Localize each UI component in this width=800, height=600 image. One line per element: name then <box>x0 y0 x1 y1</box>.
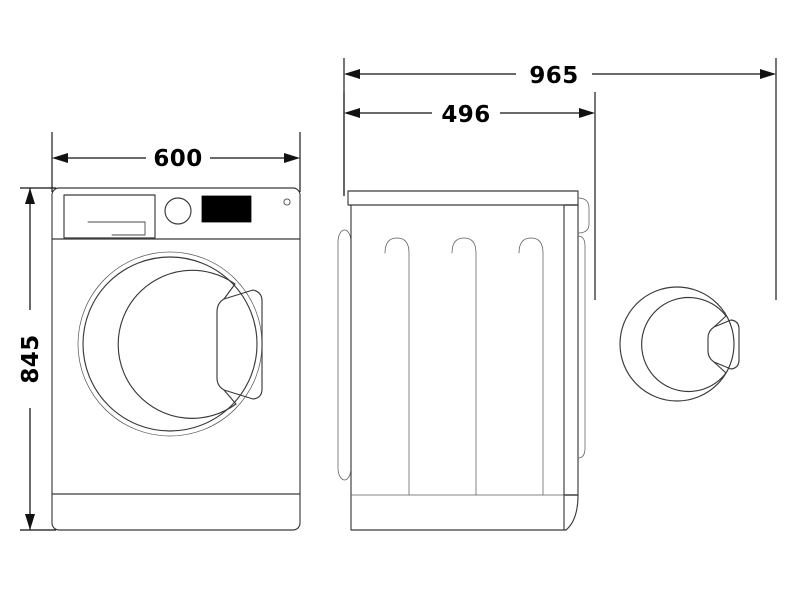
dimension-496-arrow-left <box>344 108 360 118</box>
dimension-965-arrow-left <box>344 69 360 79</box>
detergent-drawer <box>63 194 156 239</box>
dimension-965-arrow-right <box>760 69 776 79</box>
dimension-845-arrow-bottom <box>25 514 35 530</box>
dimension-845-label: 845 <box>18 334 44 383</box>
side-view-group <box>337 190 590 531</box>
dimension-600-label: 600 <box>153 146 202 172</box>
open-door-group <box>619 286 740 402</box>
door-glass <box>117 269 237 419</box>
cabinet-outline <box>51 187 301 531</box>
open-door-inner-ring <box>641 296 727 393</box>
side-rib-3 <box>518 237 544 496</box>
program-knob <box>164 197 192 225</box>
side-foot <box>563 494 579 531</box>
side-rear-channel <box>337 229 352 481</box>
detergent-drawer-handle <box>87 221 146 236</box>
open-door-outer-ring <box>619 286 735 402</box>
dimension-845-arrow-top <box>25 188 35 204</box>
side-rib-1 <box>384 237 410 496</box>
door-inner-ring <box>82 256 258 432</box>
side-front-bezel <box>563 204 579 496</box>
side-rib-2 <box>451 237 477 496</box>
dimension-496-label: 496 <box>441 102 490 128</box>
side-knob-bump <box>577 197 590 234</box>
door-handle <box>223 289 263 400</box>
dimension-600-arrow-left <box>52 153 68 163</box>
dimension-965-label: 965 <box>529 63 578 89</box>
indicator-dot <box>283 198 291 206</box>
side-front-bezel-edge <box>577 235 586 459</box>
dimension-496: 496 <box>343 92 596 300</box>
dimension-600-arrow-right <box>284 153 300 163</box>
display-screen <box>201 195 252 223</box>
side-top-panel <box>347 190 579 206</box>
side-body <box>350 203 565 531</box>
dimension-845: 845 <box>18 187 56 531</box>
dimension-600: 600 <box>51 132 301 192</box>
dimension-965: 965 <box>343 58 777 300</box>
front-view-group <box>51 187 301 531</box>
open-door-handle <box>713 319 740 370</box>
dimension-496-arrow-right <box>579 108 595 118</box>
